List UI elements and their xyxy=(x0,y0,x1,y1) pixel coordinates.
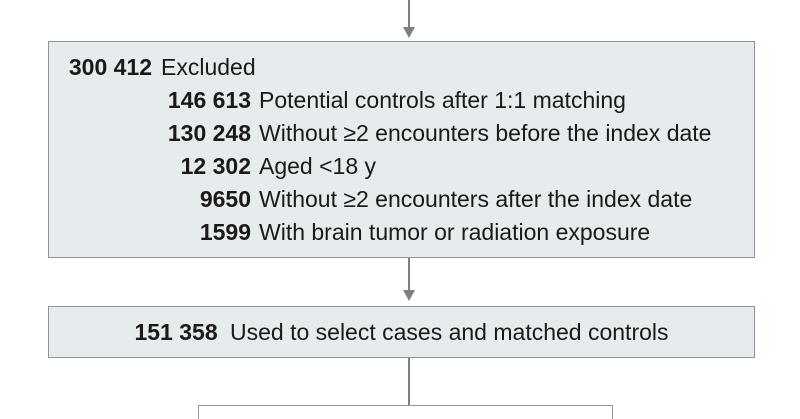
top-connector-line xyxy=(408,0,410,27)
excluded-item-row: 9650 Without ≥2 encounters after the ind… xyxy=(49,186,754,212)
excluded-item-label: Potential controls after 1:1 matching xyxy=(259,87,626,113)
excluded-item-row: 12 302 Aged <18 y xyxy=(49,153,754,179)
excluded-header-label: Excluded xyxy=(161,54,256,80)
excluded-box: 300 412 Excluded 146 613 Potential contr… xyxy=(48,41,755,258)
selection-box: 151 358 Used to select cases and matched… xyxy=(48,306,755,358)
excluded-item-label: With brain tumor or radiation exposure xyxy=(259,219,651,245)
selection-count: 151 358 xyxy=(134,319,218,345)
excluded-header-row: 300 412 Excluded xyxy=(49,54,754,80)
excluded-item-count: 130 248 xyxy=(167,120,251,146)
selection-label: Used to select cases and matched control… xyxy=(230,319,669,345)
excluded-item-label: Aged <18 y xyxy=(259,153,377,179)
excluded-item-count: 1599 xyxy=(199,219,251,245)
top-connector-arrowhead xyxy=(403,27,415,38)
excluded-item-row: 146 613 Potential controls after 1:1 mat… xyxy=(49,87,754,113)
excluded-item-count: 12 302 xyxy=(180,153,251,179)
middle-connector-arrowhead xyxy=(403,290,415,301)
excluded-item-count: 9650 xyxy=(199,186,251,212)
selection-row: 151 358 Used to select cases and matched… xyxy=(49,319,754,345)
excluded-item-row: 130 248 Without ≥2 encounters before the… xyxy=(49,120,754,146)
middle-connector-line xyxy=(408,258,410,290)
excluded-item-row: 1599 With brain tumor or radiation expos… xyxy=(49,219,754,245)
bottom-connector-line xyxy=(408,358,410,406)
next-box-partial xyxy=(198,405,613,419)
excluded-item-count: 146 613 xyxy=(167,87,251,113)
excluded-item-label: Without ≥2 encounters after the index da… xyxy=(259,186,693,212)
excluded-total-count: 300 412 xyxy=(68,54,152,80)
excluded-item-label: Without ≥2 encounters before the index d… xyxy=(259,120,712,146)
